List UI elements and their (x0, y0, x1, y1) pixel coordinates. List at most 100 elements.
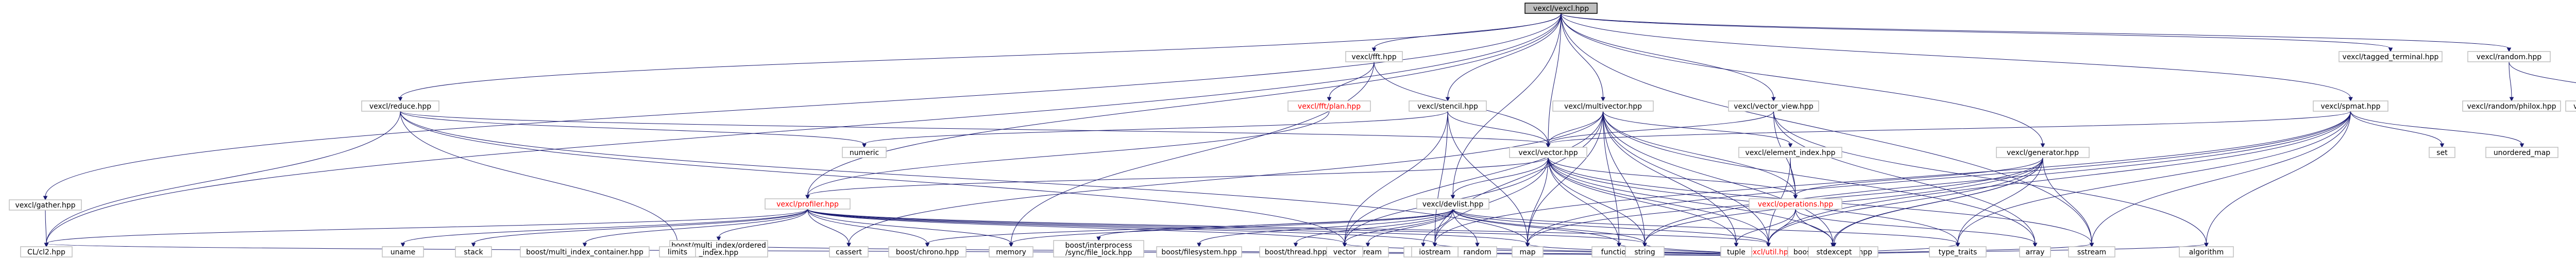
node-label: boost/interprocess/sync/file_lock.hpp (1065, 242, 1132, 257)
edge-arrowhead (2032, 243, 2038, 248)
edge-arrowhead (1734, 243, 1739, 248)
edge-fft-to-memory (1011, 61, 1375, 244)
edge-reduce-to-map (400, 111, 1528, 244)
node-label: vexcl/gather.hpp (15, 201, 75, 210)
node-label: vexcl/tagged_terminal.hpp (2343, 53, 2439, 61)
edge-arrowhead (1601, 97, 1605, 102)
edge-root-to-random (1561, 13, 2510, 49)
edge-vector-to-functional (1548, 157, 1619, 244)
edge-root-to-profiler (807, 13, 1562, 196)
edge-operations-to-proto (1795, 209, 1833, 244)
node-stdexcept[interactable]: stdexcept (1808, 246, 1860, 257)
edge-generator-to-string (1645, 157, 2043, 244)
edge-sparse-to-typetraits (1957, 111, 2351, 244)
node-label: vexcl/profiler.hpp (776, 200, 839, 209)
node-gather[interactable]: vexcl/gather.hpp (9, 199, 82, 211)
node-box (1411, 246, 1459, 257)
node-label: vexcl/operations.hpp (1758, 200, 1834, 209)
node-numeric[interactable]: numeric (842, 147, 887, 158)
node-fft[interactable]: vexcl/fft.hpp (1345, 51, 1403, 62)
edge-arrowhead (1788, 143, 1793, 148)
node-random-std[interactable]: random (1458, 246, 1497, 257)
node-thread[interactable]: boost/thread.hpp (1259, 246, 1332, 257)
node-chrono[interactable]: boost/chrono.hpp (888, 246, 967, 257)
node-string[interactable]: string (1625, 246, 1665, 257)
node-label: array (2026, 248, 2045, 256)
node-umap[interactable]: unordered_map (2485, 147, 2558, 158)
node-bmiord[interactable]: boost/multi_index/ordered_index.hpp (669, 240, 768, 257)
node-map[interactable]: map (1512, 246, 1544, 257)
node-algorithm[interactable]: algorithm (2179, 246, 2234, 257)
node-fftplan[interactable]: vexcl/fft/plan.hpp (1287, 100, 1371, 112)
edge-profiler-to-bmic (584, 209, 808, 244)
node-box (829, 246, 869, 257)
node-label: boost/filesystem.hpp (1161, 248, 1237, 256)
node-sparse[interactable]: vexcl/spmat.hpp (2313, 100, 2388, 112)
edge-vector-to-map (1527, 157, 1549, 244)
node-sstream[interactable]: sstream (2068, 246, 2115, 257)
node-tagged[interactable]: vexcl/tagged_terminal.hpp (2338, 51, 2443, 62)
node-box (1345, 51, 1403, 62)
node-generator[interactable]: vexcl/generator.hpp (1996, 147, 2090, 158)
node-uname[interactable]: uname (382, 246, 424, 257)
edge-generator-to-sstream (2042, 157, 2092, 244)
node-box (2068, 246, 2115, 257)
edge-vector-to-profiler (807, 157, 1549, 196)
node-bmic[interactable]: boost/multi_index_container.hpp (520, 246, 650, 257)
edge-profiler-to-stack (473, 209, 808, 244)
node-typetraits[interactable]: type_traits (1929, 246, 1987, 257)
node-multivector[interactable]: vexcl/multivector.hpp (1552, 100, 1654, 112)
node-reduce[interactable]: vexcl/reduce.hpp (361, 100, 439, 112)
node-box (888, 246, 967, 257)
node-random[interactable]: vexcl/random.hpp (2467, 51, 2551, 62)
edge-reduce-to-limits (400, 111, 678, 244)
edge-multivector-to-string (1603, 111, 1645, 244)
edge-sparse-to-iostream (1434, 111, 2351, 244)
edge-arrowhead (400, 243, 405, 248)
node-vectorview[interactable]: vexcl/vector_view.hpp (1728, 100, 1819, 112)
node-stencil[interactable]: vexcl/stencil.hpp (1409, 100, 1487, 112)
node-interproc[interactable]: boost/interprocess/sync/file_lock.hpp (1053, 240, 1144, 257)
node-box (9, 199, 82, 211)
node-label: vexcl/vector.hpp (1518, 149, 1578, 157)
node-limits[interactable]: limits (659, 246, 696, 257)
node-stack[interactable]: stack (455, 246, 492, 257)
node-tuple[interactable]: tuple (1720, 246, 1752, 257)
edge-root-to-reduce (400, 13, 1562, 98)
edge-devlist-to-cstdlib (1423, 209, 1453, 244)
edge-root-to-sstream (1561, 13, 2092, 244)
node-cassert[interactable]: cassert (829, 246, 869, 257)
edge-arrowhead (2506, 47, 2512, 53)
edge-vector-to-devlist (1452, 157, 1549, 196)
edge-devlist-to-thread (1295, 209, 1453, 244)
node-cl2[interactable]: CL/cl2.hpp (20, 246, 73, 257)
node-root[interactable]: vexcl/vexcl.hpp (1524, 3, 1598, 14)
node-threefry[interactable]: vexcl/random/threefry.hpp (2565, 100, 2576, 112)
node-philox[interactable]: vexcl/random/philox.hpp (2462, 100, 2561, 112)
edge-arrowhead (1793, 195, 1798, 200)
edge-generator-to-util (1768, 157, 2043, 244)
node-vector[interactable]: vexcl/vector.hpp (1509, 147, 1587, 158)
node-devlist[interactable]: vexcl/devlist.hpp (1416, 198, 1489, 210)
node-eltindex[interactable]: vexcl/element_index.hpp (1738, 147, 1842, 158)
node-vector-std[interactable]: vector (1326, 246, 1363, 257)
node-operations[interactable]: vexcl/operations.hpp (1749, 198, 1842, 210)
node-filesystem[interactable]: boost/filesystem.hpp (1156, 246, 1242, 257)
edge-devlist-to-typetraits (1452, 209, 1958, 244)
node-memory[interactable]: memory (989, 246, 1033, 257)
node-set[interactable]: set (2429, 147, 2455, 158)
node-profiler[interactable]: vexcl/profiler.hpp (765, 198, 851, 210)
edge-random-to-philox (2509, 61, 2512, 98)
edge-multivector-to-tuple (1603, 111, 1737, 244)
node-box (2313, 100, 2388, 112)
node-label: stack (464, 248, 483, 256)
edge-multivector-to-vector_std (1344, 111, 1603, 244)
edge-vectorview-to-algorithm (1773, 111, 2207, 244)
edge-operations-to-util (1768, 209, 1796, 244)
edge-multivector-to-eltindex (1603, 111, 1791, 145)
node-label: vexcl/random/philox.hpp (2467, 102, 2556, 111)
node-iostream[interactable]: iostream (1411, 246, 1459, 257)
node-array[interactable]: array (2019, 246, 2051, 257)
node-box (2019, 246, 2051, 257)
edge-devlist-to-util (1452, 209, 1769, 244)
